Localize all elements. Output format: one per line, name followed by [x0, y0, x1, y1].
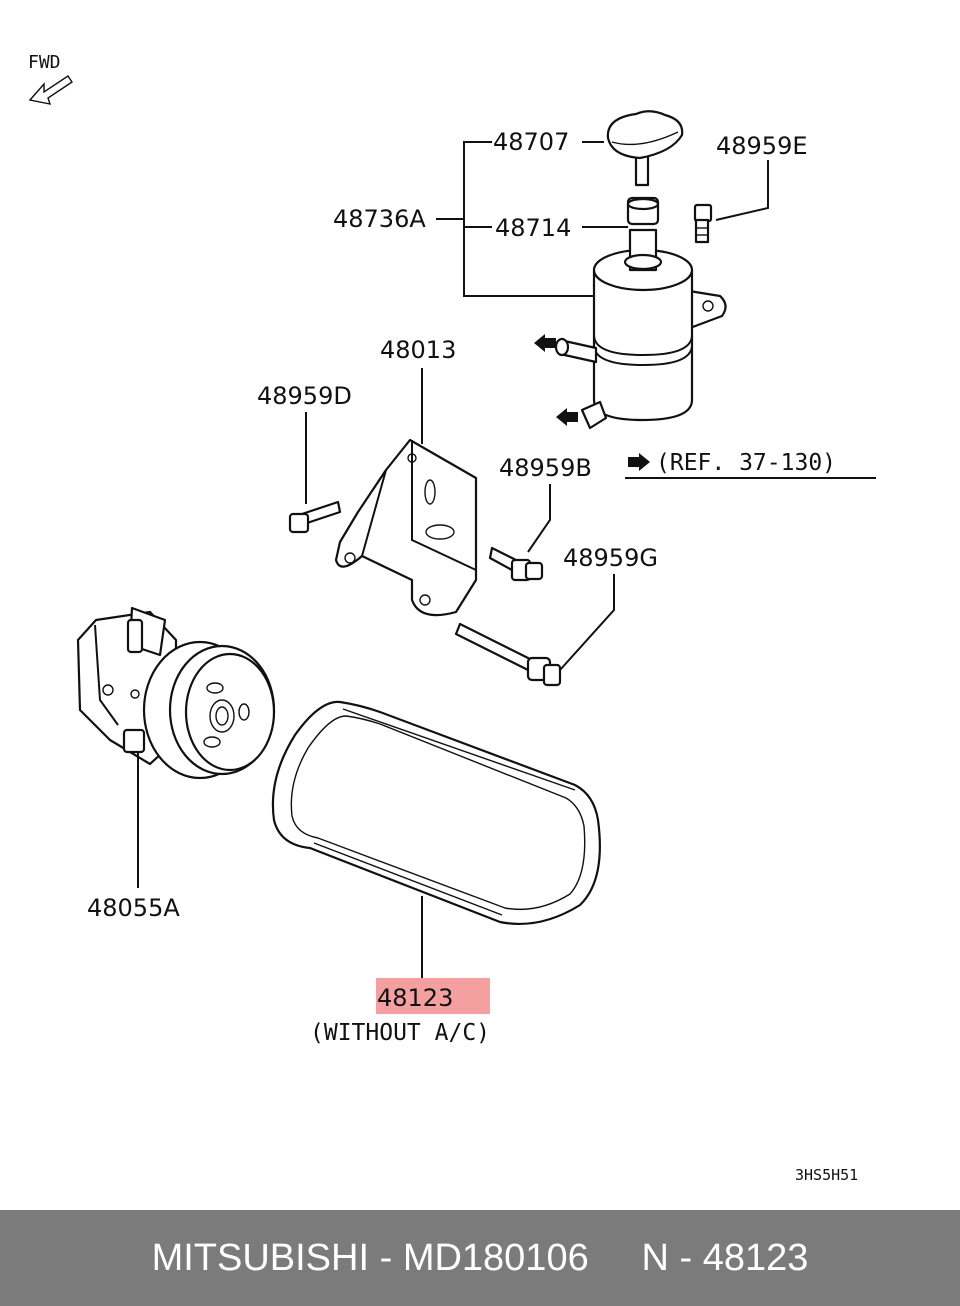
callout-48959d: 48959D	[257, 382, 352, 410]
bolt-48959e	[693, 203, 713, 244]
leader-lines	[137, 141, 876, 978]
brand-name: MITSUBISHI	[151, 1236, 370, 1279]
bolt-48959g	[454, 622, 562, 687]
callout-48707: 48707	[493, 128, 569, 156]
fwd-arrow-icon	[28, 75, 73, 105]
position-prefix: N	[641, 1236, 669, 1279]
callout-48013: 48013	[380, 336, 456, 364]
separator: -	[668, 1236, 703, 1279]
callout-48959e: 48959E	[716, 132, 808, 160]
separator: -	[369, 1236, 403, 1279]
fwd-indicator: FWD	[28, 52, 73, 105]
pump-bracket	[334, 438, 478, 617]
callout-48714: 48714	[495, 214, 571, 242]
reference-note: (REF. 37-130)	[656, 450, 836, 476]
reservoir-cap	[606, 110, 684, 187]
part-info-footer: MITSUBISHI - MD180106 N - 48123	[0, 1210, 960, 1306]
belt-callout-highlight	[376, 978, 490, 1014]
bolt-48959b	[488, 546, 544, 582]
position-number: 48123	[702, 1236, 809, 1279]
callout-48055a: 48055A	[87, 894, 180, 922]
callout-48959b: 48959B	[499, 454, 592, 482]
ref-arrow-icon	[628, 453, 650, 471]
bolt-48959d	[288, 500, 342, 534]
part-number: MD180106	[402, 1236, 589, 1279]
callout-48959g: 48959G	[563, 544, 658, 572]
spacer	[589, 1237, 642, 1280]
fwd-label: FWD	[28, 52, 61, 73]
flow-arrow-icon	[534, 334, 556, 352]
drive-belt	[271, 700, 601, 925]
parts-diagram: FWD	[28, 52, 876, 1184]
reservoir-tank	[554, 196, 727, 430]
drawing-code: 3HS5H51	[795, 1166, 858, 1184]
belt-note: (WITHOUT A/C)	[310, 1020, 490, 1046]
power-steering-pump	[76, 606, 276, 780]
callout-48123: 48123	[377, 984, 453, 1012]
flow-arrow-icon	[556, 408, 578, 426]
callout-48736a: 48736A	[333, 205, 426, 233]
